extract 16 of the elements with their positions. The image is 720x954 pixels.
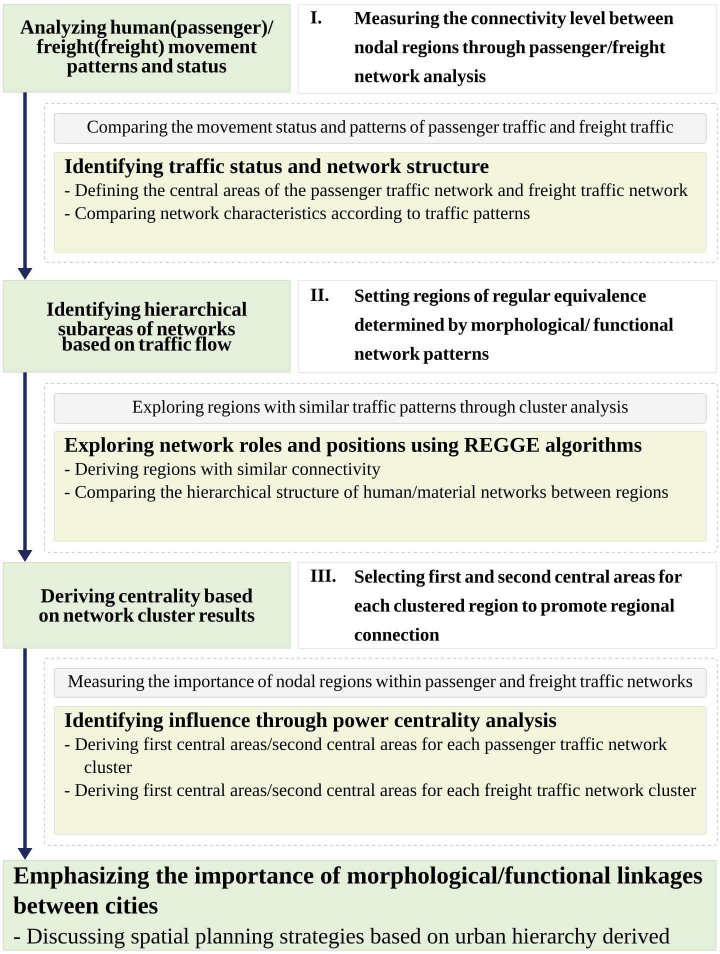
stage-heading-box: III. Selecting first and second central areas for each clustered region to promote regional connection xyxy=(298,562,716,648)
detail-box: Exploring network roles and positions using REGGE algorithms - Deriving regions with similar connectivity - Comparing the hierarchical structure of human/material networks between regions xyxy=(54,431,706,542)
step-box: Deriving centrality based on network cluster results xyxy=(3,562,290,648)
conclusion-box: Emphasizing the importance of morphological/functional linkages between cities - Discussing spatial planning strategies based on urban hierarchy derived xyxy=(3,860,716,950)
dashed-frame xyxy=(44,658,718,846)
detail-box: Identifying traffic status and network structure - Defining the central areas of the passenger traffic network and freight traffic network - Comparing network characteristics according to traffic patterns xyxy=(54,152,706,252)
topic-bar: Exploring regions with similar traffic patterns through cluster analysis xyxy=(54,393,706,424)
step-box: Analyzing human(passenger)/ freight(freight) movement patterns and status xyxy=(3,4,290,92)
topic-bar: Comparing the movement status and patterns of passenger traffic and freight traffic xyxy=(54,113,706,144)
dashed-frame xyxy=(44,383,718,552)
detail-box: Identifying influence through power centrality analysis - Deriving first central areas/second central areas for each passenger traffic network cluster - Deriving first central areas/second central areas for each freight traffic network cluster xyxy=(54,706,706,834)
step-box: Identifying hierarchical subareas of networks based on traffic flow xyxy=(3,280,290,372)
stage-heading-box: I. Measuring the connectivity level between nodal regions through passenger/freight network analysis xyxy=(298,4,716,94)
stage-heading-box: II. Setting regions of regular equivalence determined by morphological/ functional network patterns xyxy=(298,280,716,372)
topic-bar: Measuring the importance of nodal regions within passenger and freight traffic networks xyxy=(54,668,706,698)
dashed-frame xyxy=(44,103,718,262)
